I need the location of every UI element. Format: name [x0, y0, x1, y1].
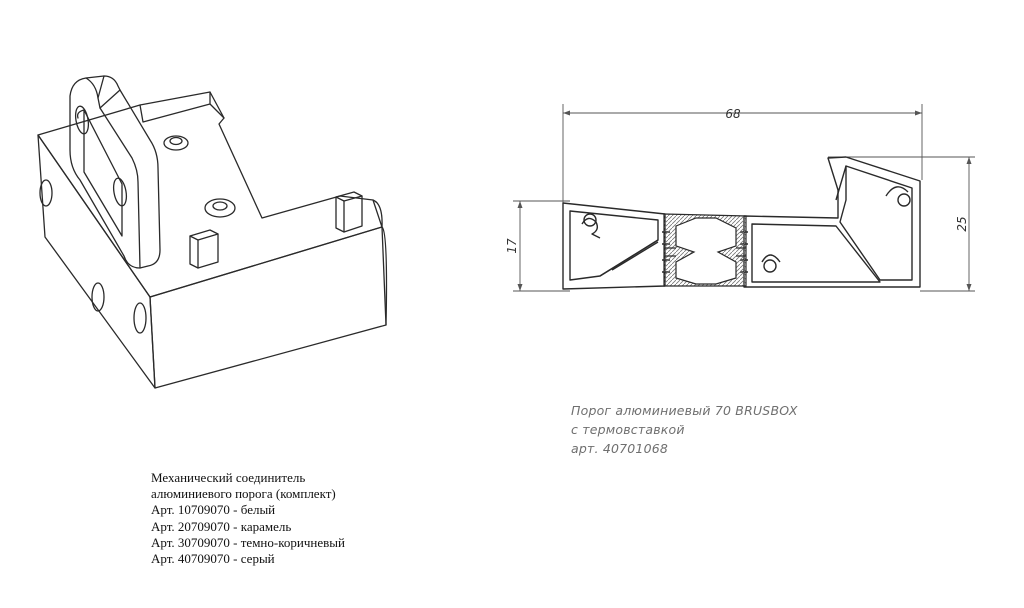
connector-caption-line: Арт. 30709070 - темно-коричневый	[151, 534, 345, 550]
block-top-face	[37, 91, 383, 298]
dimension-width-label: 68	[725, 107, 741, 121]
profile-caption-line: арт. 40701068	[571, 441, 669, 456]
pin-right	[335, 191, 363, 233]
profile-caption-line: Порог алюминиевый 70 BRUSBOX	[571, 403, 798, 418]
connector-caption-line: Арт. 40709070 - серый	[151, 551, 275, 567]
connector-caption-line: алюминиевого порога (комплект)	[151, 486, 336, 502]
profile-right-chamber	[743, 156, 921, 288]
connector-caption: Механический соединитель алюминиевого по…	[151, 470, 345, 567]
connector-caption-line: Арт. 10709070 - белый	[151, 502, 276, 518]
thermal-insert	[663, 213, 747, 287]
profile-caption: Порог алюминиевый 70 BRUSBOX с термовста…	[571, 401, 798, 458]
connector-caption-line: Механический соединитель	[151, 470, 306, 485]
connector-caption-line: Арт. 20709070 - карамель	[151, 518, 292, 534]
pin-front	[189, 229, 219, 269]
dimension-left-height-label: 17	[505, 238, 519, 254]
dimension-right-height-label: 25	[955, 216, 969, 231]
profile-caption-line: с термовставкой	[571, 422, 685, 437]
